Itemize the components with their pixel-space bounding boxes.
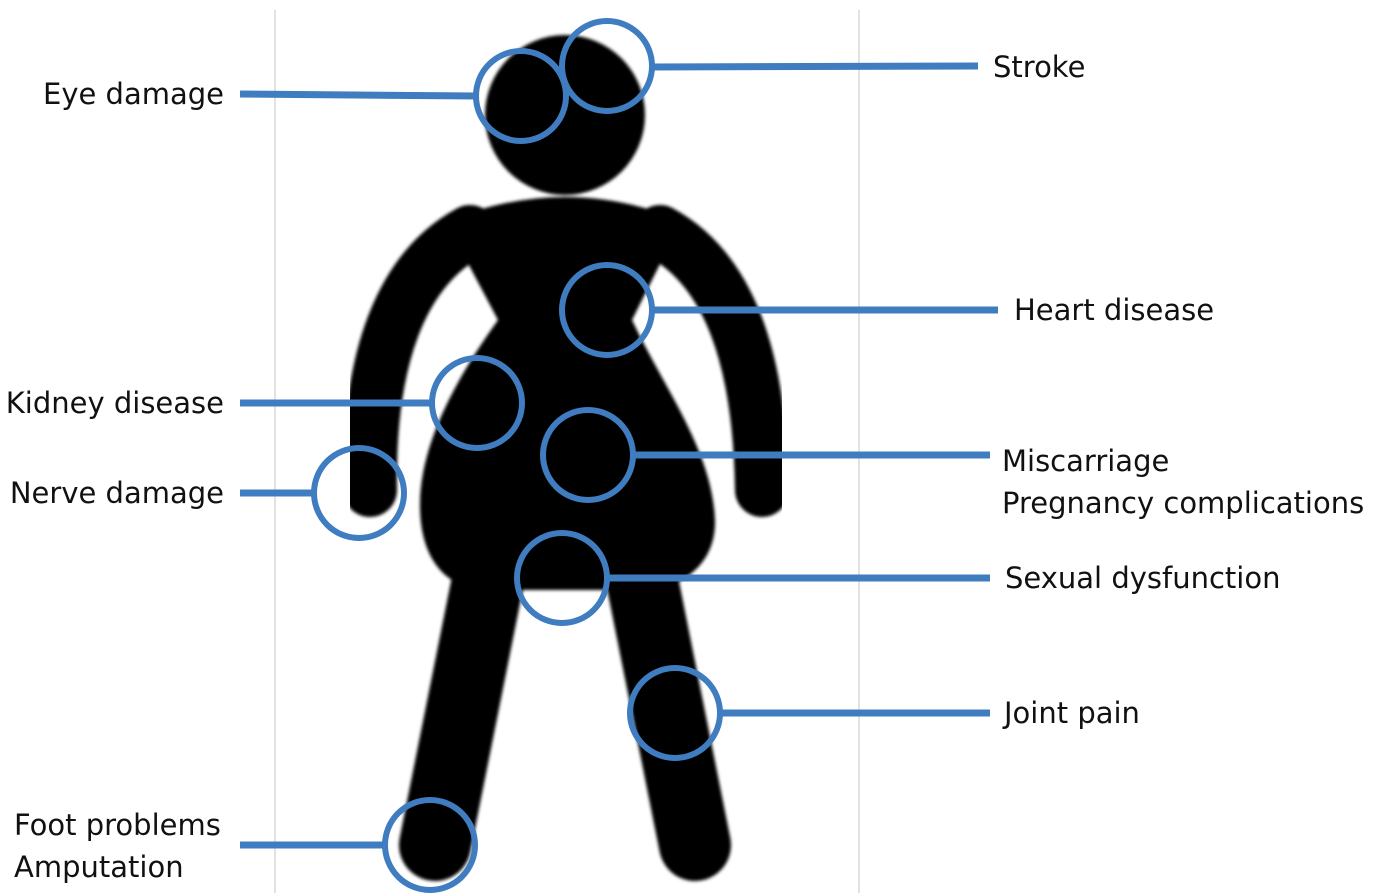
eye-damage-connector — [240, 94, 476, 96]
nerve-damage-label-line: Nerve damage — [10, 472, 224, 514]
stroke-label-line: Stroke — [993, 46, 1085, 88]
foot-problems-label: Foot problems Amputation — [14, 804, 221, 888]
human-figure-icon — [370, 35, 762, 845]
stroke-label: Stroke — [993, 46, 1085, 88]
foot-problems-label-line-2: Amputation — [14, 846, 221, 888]
sexual-dysfunction-label: Sexual dysfunction — [1005, 557, 1280, 599]
eye-damage-label: Eye damage — [43, 73, 224, 115]
heart-disease-label: Heart disease — [1014, 289, 1214, 331]
sexual-dysfunction-label-line: Sexual dysfunction — [1005, 557, 1280, 599]
kidney-disease-label: Kidney disease — [6, 382, 224, 424]
figure-right-leg — [640, 570, 695, 845]
miscarriage-label: Miscarriage Pregnancy complications — [1002, 440, 1364, 524]
eye-damage-label-line: Eye damage — [43, 73, 224, 115]
stroke-connector — [650, 66, 978, 67]
heart-disease-label-line: Heart disease — [1014, 289, 1214, 331]
joint-pain-label: Joint pain — [1004, 692, 1140, 734]
kidney-disease-label-line: Kidney disease — [6, 382, 224, 424]
miscarriage-label-line-1: Miscarriage — [1002, 440, 1364, 482]
foot-problems-label-line-1: Foot problems — [14, 804, 221, 846]
miscarriage-label-line-2: Pregnancy complications — [1002, 482, 1364, 524]
nerve-damage-label: Nerve damage — [10, 472, 224, 514]
joint-pain-label-line: Joint pain — [1004, 692, 1140, 734]
